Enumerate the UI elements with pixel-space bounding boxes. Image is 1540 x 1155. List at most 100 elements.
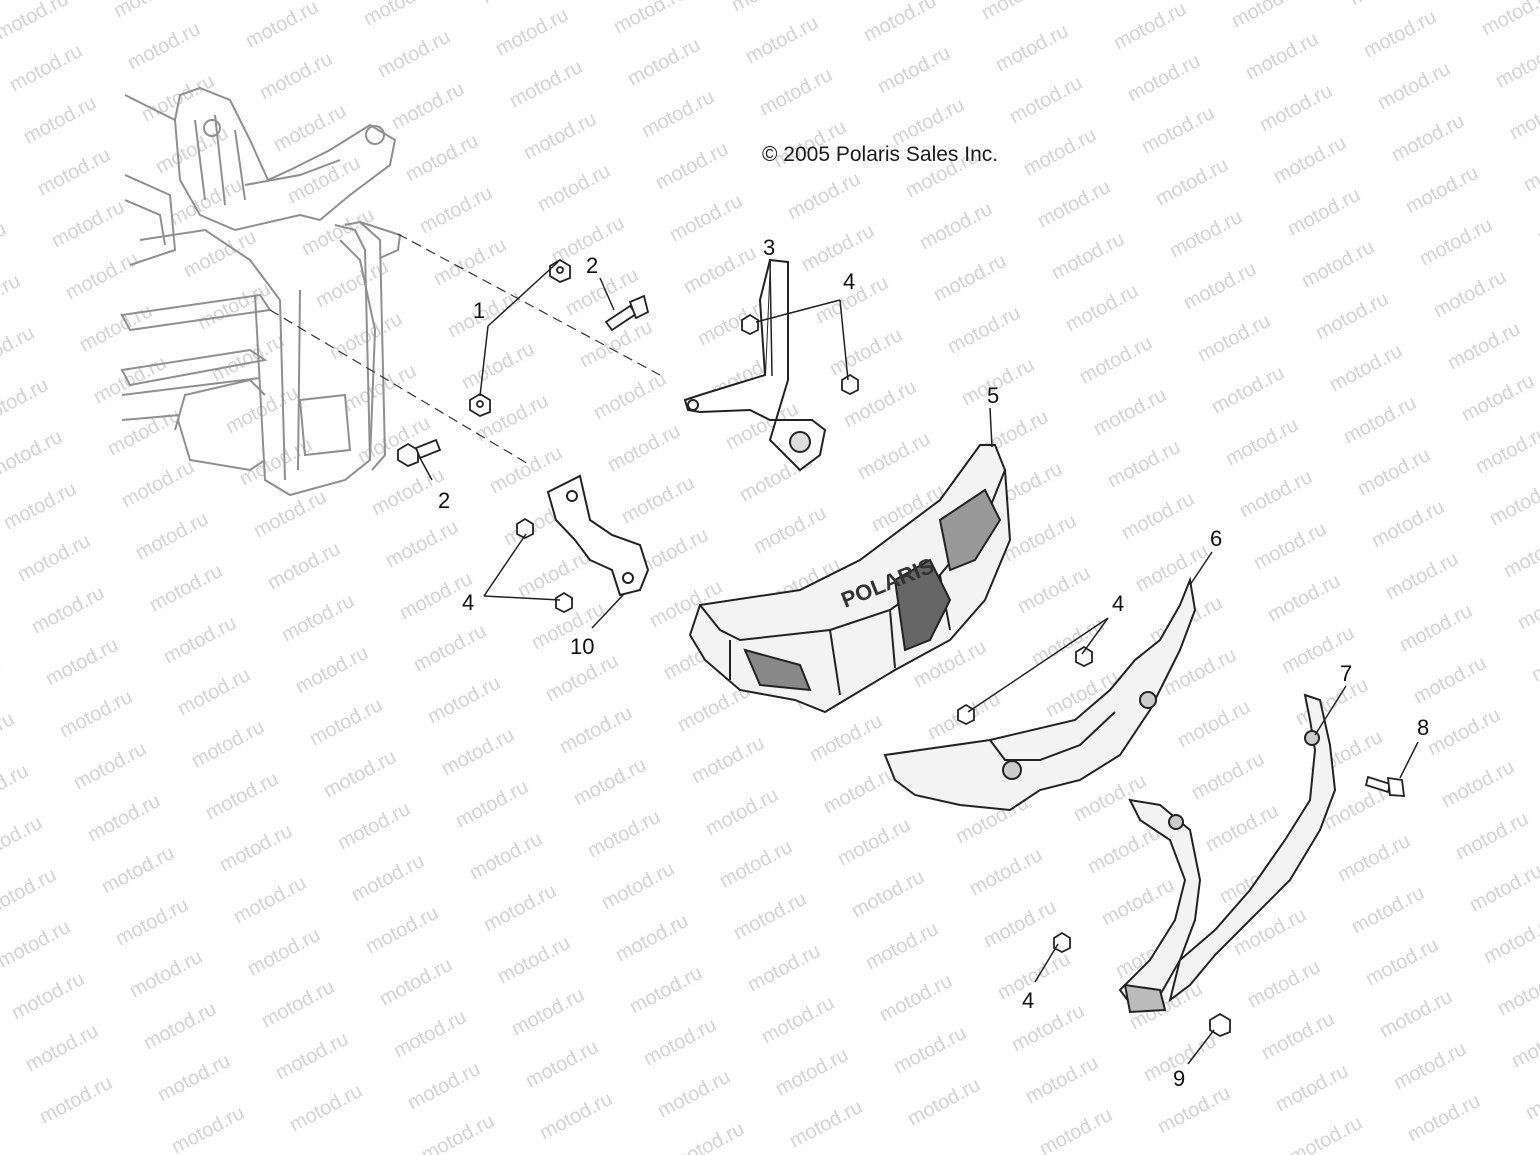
watermark-text: motod.ru xyxy=(1466,860,1540,916)
watermark-text: motod.ru xyxy=(1104,436,1184,492)
watermark-text: motod.ru xyxy=(904,1074,984,1130)
watermark-text: motod.ru xyxy=(1396,600,1476,656)
watermark-text: motod.ru xyxy=(978,0,1058,24)
watermark-text: motod.ru xyxy=(14,530,94,586)
watermark-text: motod.ru xyxy=(376,954,456,1010)
watermark-text: motod.ru xyxy=(1340,392,1420,448)
watermark-text: motod.ru xyxy=(506,56,586,112)
watermark-text: motod.ru xyxy=(1438,756,1518,812)
watermark-text: motod.ru xyxy=(570,754,650,810)
watermark-text: motod.ru xyxy=(242,0,322,52)
watermark-text: motod.ru xyxy=(1084,822,1164,878)
watermark-text: motod.ru xyxy=(320,746,400,802)
watermark-text: motod.ru xyxy=(390,1006,470,1062)
watermark-text: motod.ru xyxy=(258,976,338,1032)
watermark-text: motod.ru xyxy=(1180,258,1260,314)
callout-part-4-bottom: 4 xyxy=(1022,988,1035,1013)
watermark-text: motod.ru xyxy=(306,694,386,750)
watermark-text: motod.ru xyxy=(202,768,282,824)
watermark-text: motod.ru xyxy=(1284,184,1364,240)
watermark-text: motod.ru xyxy=(112,894,192,950)
watermark-text: motod.ru xyxy=(1486,474,1540,530)
callout-part-4-right: 4 xyxy=(1112,591,1125,616)
watermark-text: motod.ru xyxy=(334,798,414,854)
watermark-text: motod.ru xyxy=(1062,280,1142,336)
watermark-text: motod.ru xyxy=(244,924,324,980)
watermark-text: motod.ru xyxy=(270,100,350,156)
watermark-text: motod.ru xyxy=(848,866,928,922)
watermark-text: motod.ru xyxy=(126,946,206,1002)
watermark-text: motod.ru xyxy=(168,1102,248,1155)
watermark-text: motod.ru xyxy=(208,330,288,386)
watermark-text: motod.ru xyxy=(6,40,86,96)
watermark-text: motod.ru xyxy=(0,426,66,482)
watermark-text: motod.ru xyxy=(1528,630,1540,686)
watermark-text: motod.ru xyxy=(230,872,310,928)
watermark-text: motod.ru xyxy=(118,456,198,512)
watermark-text: motod.ru xyxy=(1222,414,1302,470)
watermark-text: motod.ru xyxy=(478,0,558,8)
watermark-text: motod.ru xyxy=(1480,912,1540,968)
watermark-text: motod.ru xyxy=(36,1072,116,1128)
watermark-text: motod.ru xyxy=(292,642,372,698)
watermark-text: motod.ru xyxy=(1000,510,1080,566)
watermark-text: motod.ru xyxy=(854,428,934,484)
watermark-text: motod.ru xyxy=(0,760,32,816)
callout-part-9: 9 xyxy=(1173,1066,1186,1091)
watermark-text: motod.ru xyxy=(1508,1016,1540,1072)
watermark-text: motod.ru xyxy=(1346,0,1426,10)
bolt-part-2-top xyxy=(604,294,650,332)
watermark-text: motod.ru xyxy=(0,374,52,430)
watermark-text: motod.ru xyxy=(1520,140,1540,196)
watermark-text: motod.ru xyxy=(584,806,664,862)
watermark-text: motod.ru xyxy=(834,814,914,870)
watermark-text: motod.ru xyxy=(1076,332,1156,388)
watermark-text: motod.ru xyxy=(612,910,692,966)
watermark-text: motod.ru xyxy=(1362,934,1442,990)
watermark-text: motod.ru xyxy=(522,1036,602,1092)
watermark-text: motod.ru xyxy=(534,160,614,216)
watermark-text: motod.ru xyxy=(1166,206,1246,262)
watermark-text: motod.ru xyxy=(890,1022,970,1078)
watermark-text: motod.ru xyxy=(8,968,88,1024)
watermark-text: motod.ru xyxy=(1154,1082,1234,1138)
watermark-text: motod.ru xyxy=(272,1028,352,1084)
watermark-text: motod.ru xyxy=(1014,562,1094,618)
watermark-text: motod.ru xyxy=(874,42,954,98)
watermark-text: motod.ru xyxy=(348,850,428,906)
watermark-text: motod.ru xyxy=(1110,0,1190,54)
watermark-text: motod.ru xyxy=(1188,748,1268,804)
watermark-text: motod.ru xyxy=(1360,6,1440,62)
watermark-text: motod.ru xyxy=(862,918,942,974)
watermark-text: motod.ru xyxy=(374,26,454,82)
watermark-text: motod.ru xyxy=(138,70,218,126)
watermark-text: motod.ru xyxy=(1368,496,1448,552)
watermark-text: motod.ru xyxy=(1312,288,1392,344)
watermark-text: motod.ru xyxy=(610,0,690,38)
watermark-text: motod.ru xyxy=(278,590,358,646)
watermark-text: motod.ru xyxy=(1458,370,1538,426)
watermark-text: motod.ru xyxy=(598,858,678,914)
callout-part-7: 7 xyxy=(1340,661,1353,686)
watermark-text: motod.ru xyxy=(604,420,684,476)
callout-part-5: 5 xyxy=(987,383,1000,408)
watermark-text: motod.ru xyxy=(1270,132,1350,188)
watermark-text: motod.ru xyxy=(1132,540,1212,596)
watermark-text: motod.ru xyxy=(784,168,864,224)
watermark-text: motod.ru xyxy=(1416,214,1496,270)
watermark-text: motod.ru xyxy=(1522,1068,1540,1124)
watermark-text: motod.ru xyxy=(888,94,968,150)
callout-part-4-top: 4 xyxy=(843,269,856,294)
watermark-text: motod.ru xyxy=(1404,1090,1484,1146)
watermark-text: motod.ru xyxy=(42,634,122,690)
watermark-text: motod.ru xyxy=(1236,466,1316,522)
watermark-text: motod.ru xyxy=(556,702,636,758)
watermark-text: motod.ru xyxy=(70,738,150,794)
watermark-text: motod.ru xyxy=(0,322,38,378)
watermark-text: motod.ru xyxy=(1264,570,1344,626)
watermark-text: motod.ru xyxy=(668,1118,748,1155)
alignment-lines xyxy=(269,233,661,466)
watermark-text: motod.ru xyxy=(104,404,184,460)
watermark-text: motod.ru xyxy=(1022,1052,1102,1108)
watermark-text: motod.ru xyxy=(786,1096,866,1152)
